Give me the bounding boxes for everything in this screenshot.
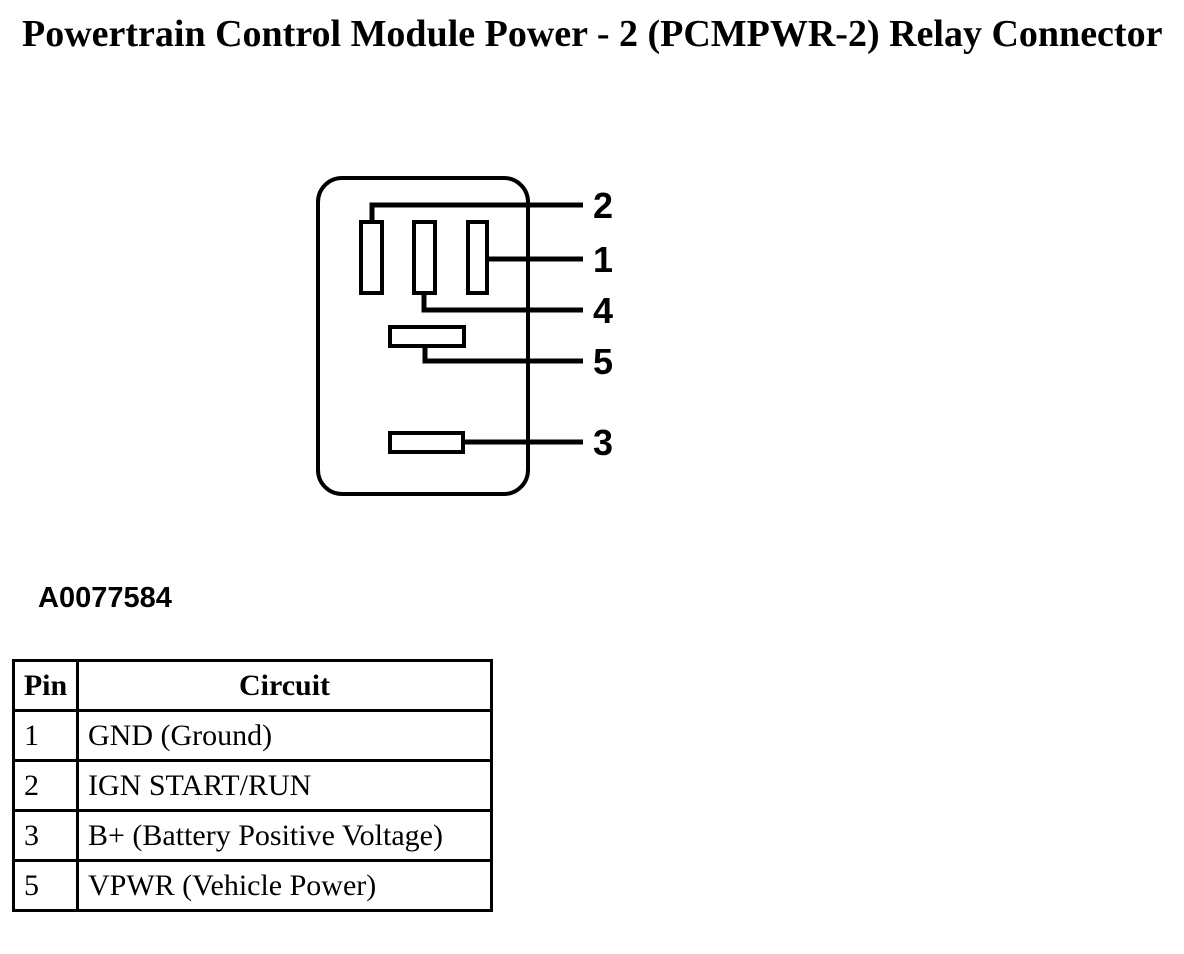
cell-pin: 1 [12,709,79,762]
terminal-slot-pin2 [359,220,384,295]
table-header-row: Pin Circuit [12,659,493,712]
leader-line-pin5 [422,346,583,364]
leader-line-pin2 [369,202,583,222]
pin-label-5: 5 [593,341,613,382]
cell-circuit: VPWR (Vehicle Power) [76,859,493,912]
page-title: Powertrain Control Module Power - 2 (PCM… [22,13,1163,55]
cell-pin: 3 [12,809,79,862]
figure-code: A0077584 [38,582,172,614]
connector-body-outline [316,176,530,496]
leader-line-pin4 [421,293,583,313]
table-row: 5 VPWR (Vehicle Power) [12,859,493,912]
table-row: 2 IGN START/RUN [12,759,493,812]
pin-label-3: 3 [593,422,613,463]
terminal-slot-pin1 [466,220,489,295]
cell-pin: 5 [12,859,79,912]
header-circuit: Circuit [76,659,493,712]
pin-circuit-table: Pin Circuit 1 GND (Ground) 2 IGN START/R… [12,659,493,912]
table-row: 1 GND (Ground) [12,709,493,762]
terminal-slot-pin3 [388,431,465,454]
header-pin: Pin [12,659,79,712]
pin-label-2: 2 [593,185,613,226]
cell-circuit: IGN START/RUN [76,759,493,812]
terminal-slot-pin4 [412,220,437,295]
terminal-slot-pin5 [388,325,466,348]
cell-pin: 2 [12,759,79,812]
table-row: 3 B+ (Battery Positive Voltage) [12,809,493,862]
connector-diagram: 2 1 4 5 3 [316,176,613,496]
pin-label-4: 4 [593,290,613,331]
pin-label-1: 1 [593,239,613,280]
cell-circuit: B+ (Battery Positive Voltage) [76,809,493,862]
cell-circuit: GND (Ground) [76,709,493,762]
